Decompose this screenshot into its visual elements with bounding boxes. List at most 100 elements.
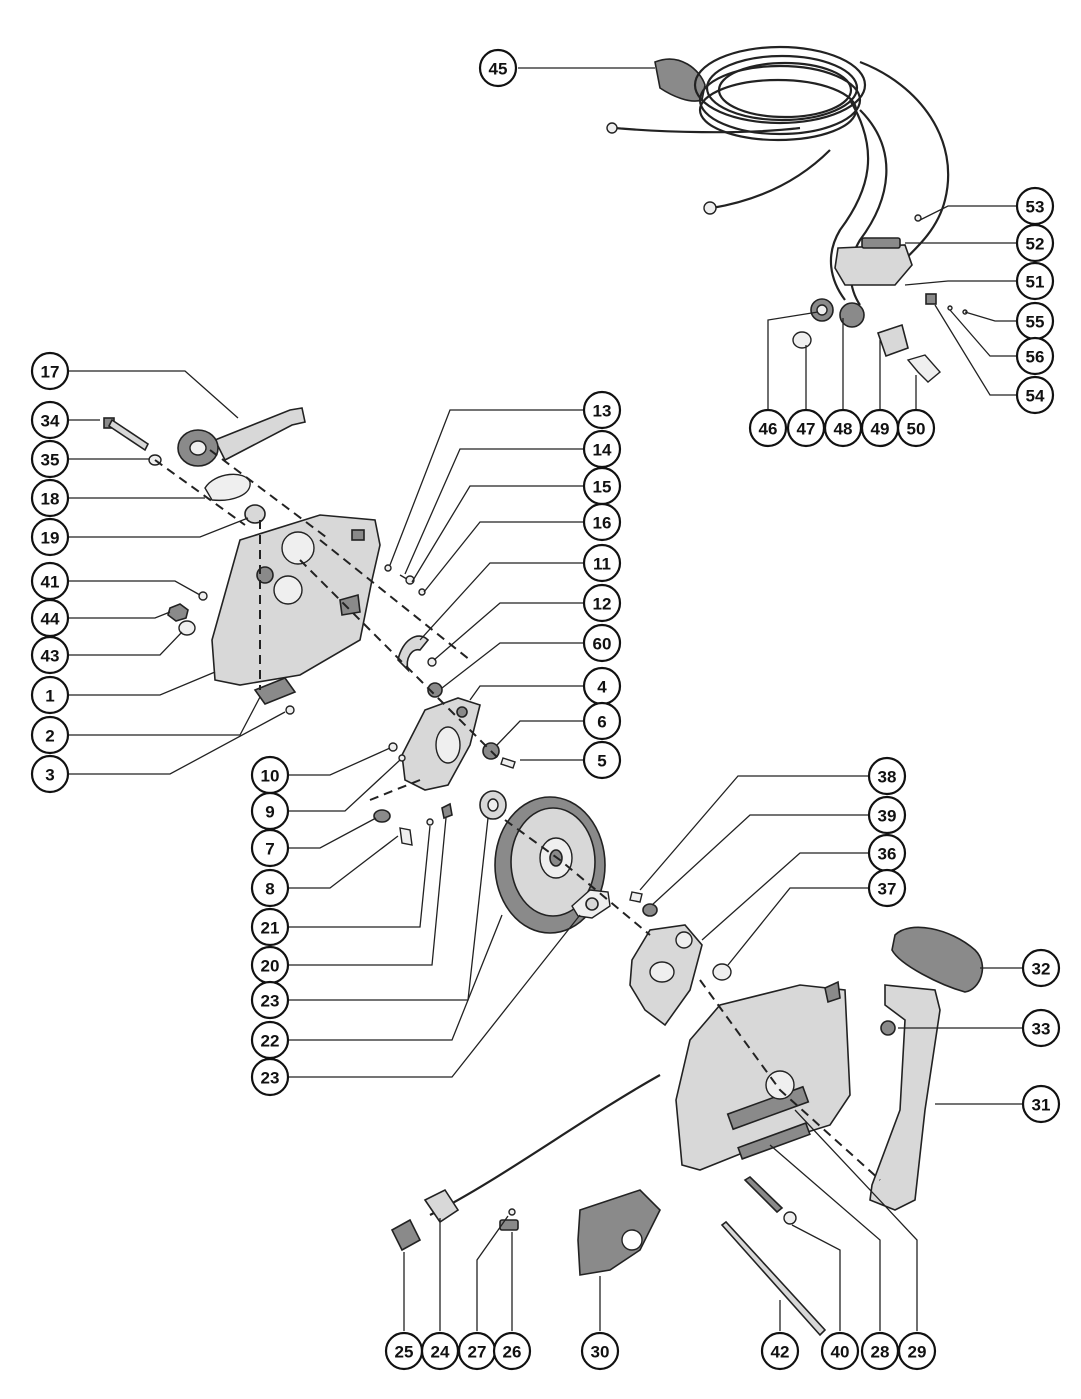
callout-16: 16 — [582, 502, 622, 542]
spring-part-9 — [398, 754, 406, 762]
callout-number: 26 — [503, 1343, 522, 1362]
callout-32: 32 — [1021, 948, 1061, 988]
callout-49: 49 — [860, 408, 900, 448]
callout-number: 32 — [1032, 960, 1051, 979]
callout-1: 1 — [30, 675, 70, 715]
callout-number: 60 — [593, 635, 612, 654]
callout-circle — [30, 715, 70, 755]
assembly-axis-lines — [154, 449, 881, 1181]
grommet-part-19 — [244, 504, 266, 524]
pin-part-27 — [508, 1208, 516, 1216]
rear-plate-part-36 — [629, 924, 703, 1027]
connector-parts-51-53 — [834, 214, 922, 286]
callout-51: 51 — [1015, 261, 1055, 301]
control-housing-part-1 — [211, 514, 381, 686]
callout-30: 30 — [580, 1331, 620, 1371]
cable-part-24-wire — [429, 1074, 661, 1216]
callout-33: 33 — [1021, 1008, 1061, 1048]
callout-number: 3 — [45, 766, 54, 785]
callout-number: 42 — [771, 1343, 790, 1362]
callout-number: 34 — [41, 412, 60, 431]
callout-circle — [30, 635, 70, 675]
washer-part-16 — [418, 588, 426, 596]
screw-part-41 — [198, 591, 208, 601]
washer-part-40 — [783, 1211, 797, 1225]
callout-circle — [478, 48, 518, 88]
callout-circle — [1021, 948, 1061, 988]
callout-17: 17 — [30, 351, 70, 391]
callout-circle — [250, 980, 290, 1020]
callout-number: 25 — [395, 1343, 414, 1362]
callout-44: 44 — [30, 598, 70, 638]
callout-43: 43 — [30, 635, 70, 675]
callout-number: 22 — [261, 1032, 280, 1051]
callout-48: 48 — [823, 408, 863, 448]
callout-circle — [867, 756, 907, 796]
callout-circle — [250, 868, 290, 908]
callout-18: 18 — [30, 478, 70, 518]
cam-part-11 — [397, 635, 430, 673]
callout-number: 23 — [261, 992, 280, 1011]
handle-part-31 — [869, 984, 941, 1211]
callout-number: 2 — [45, 727, 54, 746]
rear-housing-part-28-29 — [675, 980, 851, 1171]
callout-number: 19 — [41, 529, 60, 548]
callout-circle — [582, 583, 622, 623]
callout-number: 36 — [878, 845, 897, 864]
washer-part-43 — [178, 620, 196, 636]
callout-10: 10 — [250, 755, 290, 795]
screw-part-5 — [500, 757, 516, 769]
callout-number: 41 — [41, 573, 60, 592]
callout-55: 55 — [1015, 301, 1055, 341]
callout-circle — [30, 439, 70, 479]
clip-part-26 — [499, 1219, 519, 1231]
callout-2: 2 — [30, 715, 70, 755]
callout-41: 41 — [30, 561, 70, 601]
callout-circle — [30, 351, 70, 391]
callout-36: 36 — [867, 833, 907, 873]
callout-number: 55 — [1026, 313, 1045, 332]
callout-23: 23 — [250, 980, 290, 1020]
callout-7: 7 — [250, 828, 290, 868]
callout-31: 31 — [1021, 1084, 1061, 1124]
callout-number: 56 — [1026, 348, 1045, 367]
callout-circle — [582, 701, 622, 741]
callout-number: 49 — [871, 420, 890, 439]
pin-part-3 — [285, 705, 295, 715]
callout-number: 48 — [834, 420, 853, 439]
callout-number: 10 — [261, 767, 280, 786]
callout-8: 8 — [250, 868, 290, 908]
cover-plate-part-30 — [577, 1189, 661, 1276]
callout-22: 22 — [250, 1020, 290, 1060]
callout-number: 8 — [265, 880, 274, 899]
callout-number: 16 — [593, 514, 612, 533]
callout-11: 11 — [582, 543, 622, 583]
grip-part-32 — [891, 926, 984, 993]
callout-6: 6 — [582, 701, 622, 741]
nut-part-33 — [880, 1020, 896, 1036]
callout-number: 11 — [593, 555, 611, 574]
callout-45: 45 — [478, 48, 518, 88]
callout-number: 46 — [759, 420, 778, 439]
pin-part-21 — [426, 818, 434, 826]
callout-number: 15 — [593, 478, 612, 497]
callout-circle — [820, 1331, 860, 1371]
callout-35: 35 — [30, 439, 70, 479]
callout-circle — [582, 390, 622, 430]
callout-19: 19 — [30, 517, 70, 557]
callout-circle — [250, 828, 290, 868]
callout-circle — [250, 1057, 290, 1097]
callout-circle — [492, 1331, 532, 1371]
callout-26: 26 — [492, 1331, 532, 1371]
callout-number: 31 — [1032, 1096, 1051, 1115]
callout-number: 40 — [831, 1343, 850, 1362]
callout-40: 40 — [820, 1331, 860, 1371]
callout-23: 23 — [250, 1057, 290, 1097]
callout-circle — [580, 1331, 620, 1371]
callout-circle — [30, 517, 70, 557]
bolt-part-40 — [743, 1175, 784, 1214]
callout-circle — [1021, 1008, 1061, 1048]
callout-number: 4 — [597, 678, 607, 697]
callout-number: 5 — [597, 752, 606, 771]
